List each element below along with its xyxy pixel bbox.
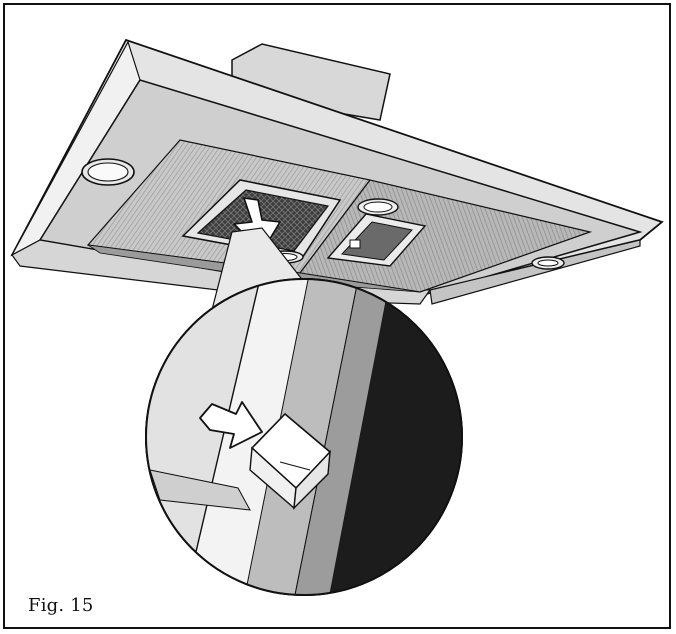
clip-detail-icon	[145, 278, 463, 596]
arrow-right-icon	[199, 401, 263, 449]
grease-filter-slot	[326, 213, 427, 267]
figure-caption: Fig. 15	[28, 595, 94, 616]
halogen-lamp-icon	[81, 158, 565, 270]
